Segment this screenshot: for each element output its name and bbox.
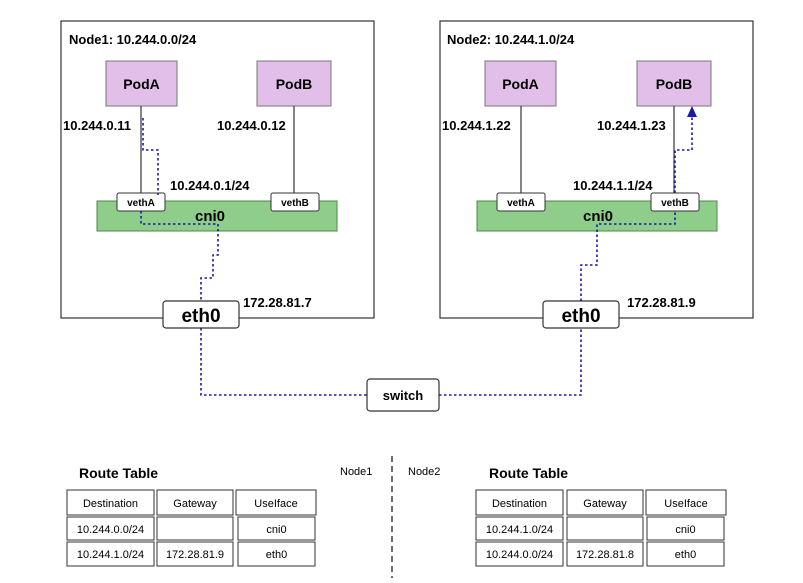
rt2-row1-gw-cell xyxy=(566,516,644,541)
route-table-node2: Route Table Destination Gateway UseIface… xyxy=(475,465,727,567)
rt1-row2-iface: eth0 xyxy=(266,549,287,561)
node1-eth0-label: eth0 xyxy=(181,306,220,327)
rt2-row1-iface: cni0 xyxy=(675,524,695,536)
node1-cni0-ip: 10.244.0.1/24 xyxy=(170,178,250,193)
rt2-row2-gw: 172.28.81.8 xyxy=(576,549,634,561)
rt2-header-iface-cell xyxy=(645,489,727,516)
rt2-row2-dest-cell xyxy=(475,541,564,567)
node1-podb-label: PodB xyxy=(276,76,313,92)
node1-title: Node1: 10.244.0.0/24 xyxy=(69,32,197,47)
node2-cni0-ip: 10.244.1.1/24 xyxy=(573,178,653,193)
rt1-row2-dest: 10.244.1.0/24 xyxy=(77,549,144,561)
rt2-row1-dest: 10.244.1.0/24 xyxy=(486,524,553,536)
node2-eth0-label: eth0 xyxy=(561,306,600,327)
node1-vethb-label: vethB xyxy=(281,198,309,209)
rt2-header-gateway: Gateway xyxy=(583,498,627,510)
path-cni0-to-eth0-node1 xyxy=(140,211,219,301)
rt2-row2-dest: 10.244.0.0/24 xyxy=(486,549,553,561)
rt1-row2-gw: 172.28.81.9 xyxy=(166,549,224,561)
node2-poda-ip: 10.244.1.22 xyxy=(442,118,511,133)
rt1-row2-dest-cell xyxy=(66,541,155,567)
node2-eth0-ip: 172.28.81.9 xyxy=(627,295,696,310)
node2-podb-label: PodB xyxy=(656,76,693,92)
node2-cni0-label: cni0 xyxy=(583,208,613,225)
rt1-row1-iface-cell xyxy=(237,516,316,541)
node1-podb-box xyxy=(256,60,332,107)
rt1-header-gateway: Gateway xyxy=(173,498,217,510)
rt1-header-destination: Destination xyxy=(83,498,138,510)
node1-poda-label: PodA xyxy=(123,76,160,92)
path-switch-to-eth0 xyxy=(439,328,582,396)
route-table-node1: Route Table Destination Gateway UseIface… xyxy=(66,465,317,567)
separator-label-left: Node1 xyxy=(340,466,372,478)
node1-eth0-ip: 172.28.81.7 xyxy=(243,295,312,310)
rt1-row1-gw-cell xyxy=(156,516,234,541)
rt1-header-iface-cell xyxy=(235,489,317,516)
node1-podb-ip: 10.244.0.12 xyxy=(217,118,286,133)
route-table-title: Route Table xyxy=(489,465,568,481)
path-eth0-to-cni0-node2 xyxy=(580,211,676,301)
node2-vetha-box xyxy=(496,192,546,212)
node2-podb-box xyxy=(636,60,712,107)
path-eth0-to-switch xyxy=(200,328,367,396)
path-arrowhead xyxy=(687,106,697,117)
rt2-row2-iface: eth0 xyxy=(675,549,696,561)
node1-vetha-label: vethA xyxy=(127,198,155,209)
rt1-row1-dest: 10.244.0.0/24 xyxy=(77,524,144,536)
rt1-row2-iface-cell xyxy=(237,541,316,567)
rt1-row1-iface: cni0 xyxy=(266,524,286,536)
path-vethb-to-podb xyxy=(674,116,693,193)
rt1-header-iface: UseIface xyxy=(254,498,297,510)
rt1-row2-gw-cell xyxy=(156,541,234,567)
node1-cni0-label: cni0 xyxy=(195,208,225,225)
rt1-row1-dest-cell xyxy=(66,516,155,541)
rt2-row2-gw-cell xyxy=(566,541,644,567)
switch-label: switch xyxy=(383,388,424,403)
node2-title: Node2: 10.244.1.0/24 xyxy=(447,32,575,47)
node1-poda-box xyxy=(105,60,178,107)
packet-path xyxy=(140,116,693,396)
rt1-header-destination-cell xyxy=(66,489,155,516)
rt2-header-destination: Destination xyxy=(492,498,547,510)
node1-vethb-box xyxy=(270,192,320,212)
rt2-row1-iface-cell xyxy=(646,516,725,541)
route-table-title: Route Table xyxy=(79,465,158,481)
rt1-header-gateway-cell xyxy=(156,489,234,516)
node2-vethb-label: vethB xyxy=(661,198,689,209)
rt2-header-iface: UseIface xyxy=(664,498,707,510)
node1: Node1: 10.244.0.0/24 PodA PodB 10.244.0.… xyxy=(60,20,375,329)
rt2-header-destination-cell xyxy=(475,489,564,516)
node2-poda-box xyxy=(484,60,557,107)
path-poda-to-vetha xyxy=(142,118,159,195)
rt2-header-gateway-cell xyxy=(566,489,644,516)
node2-poda-label: PodA xyxy=(502,76,539,92)
node2-podb-ip: 10.244.1.23 xyxy=(597,118,666,133)
node2: Node2: 10.244.1.0/24 PodA PodB 10.244.1.… xyxy=(439,20,754,329)
rt2-row2-iface-cell xyxy=(646,541,725,567)
rt2-row1-dest-cell xyxy=(475,516,564,541)
separator-label-right: Node2 xyxy=(408,466,440,478)
node2-vetha-label: vethA xyxy=(507,198,535,209)
node1-poda-ip: 10.244.0.11 xyxy=(63,118,131,133)
